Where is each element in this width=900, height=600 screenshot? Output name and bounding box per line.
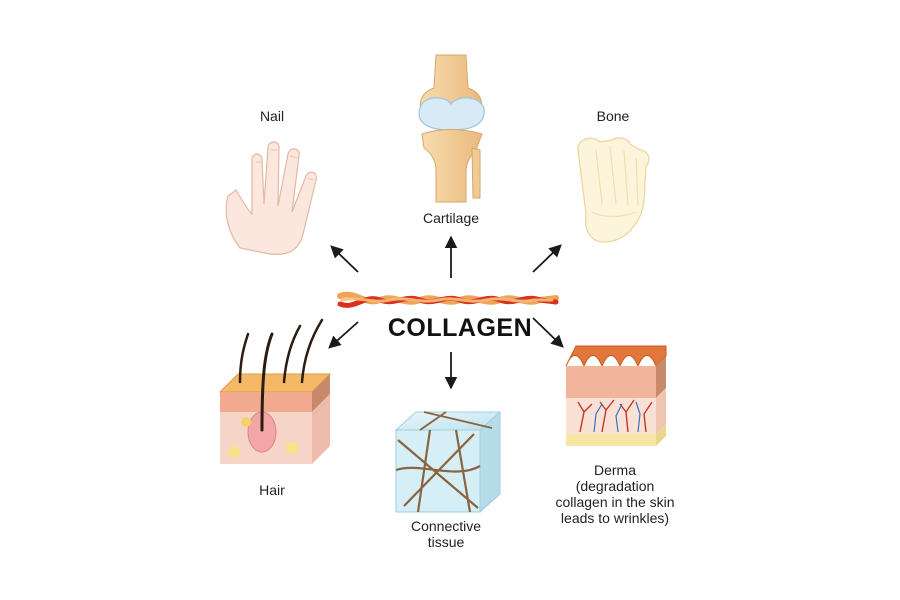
arrows <box>328 235 564 390</box>
nail-label: Nail <box>259 108 285 124</box>
arrow-to-derma <box>532 317 564 348</box>
derma-illustration <box>565 345 667 446</box>
hair-label: Hair <box>259 482 285 498</box>
arrow-to-bone <box>532 244 562 273</box>
derma-label: Derma (degradation collagen in the skin … <box>555 462 675 526</box>
hand-illustration <box>225 141 317 255</box>
foot-bone-illustration <box>577 137 650 243</box>
bone-label: Bone <box>596 108 630 124</box>
connective-tissue-label: Connective tissue <box>410 518 482 550</box>
cartilage-label: Cartilage <box>422 210 480 226</box>
collagen-title: COLLAGEN <box>387 314 533 342</box>
arrow-to-hair <box>328 321 359 349</box>
knee-illustration <box>418 54 485 203</box>
collagen-fiber-illustration <box>337 291 559 308</box>
arrow-to-nail <box>330 245 359 273</box>
hair-skin-illustration <box>218 318 332 464</box>
connective-tissue-cube-illustration <box>394 410 502 514</box>
